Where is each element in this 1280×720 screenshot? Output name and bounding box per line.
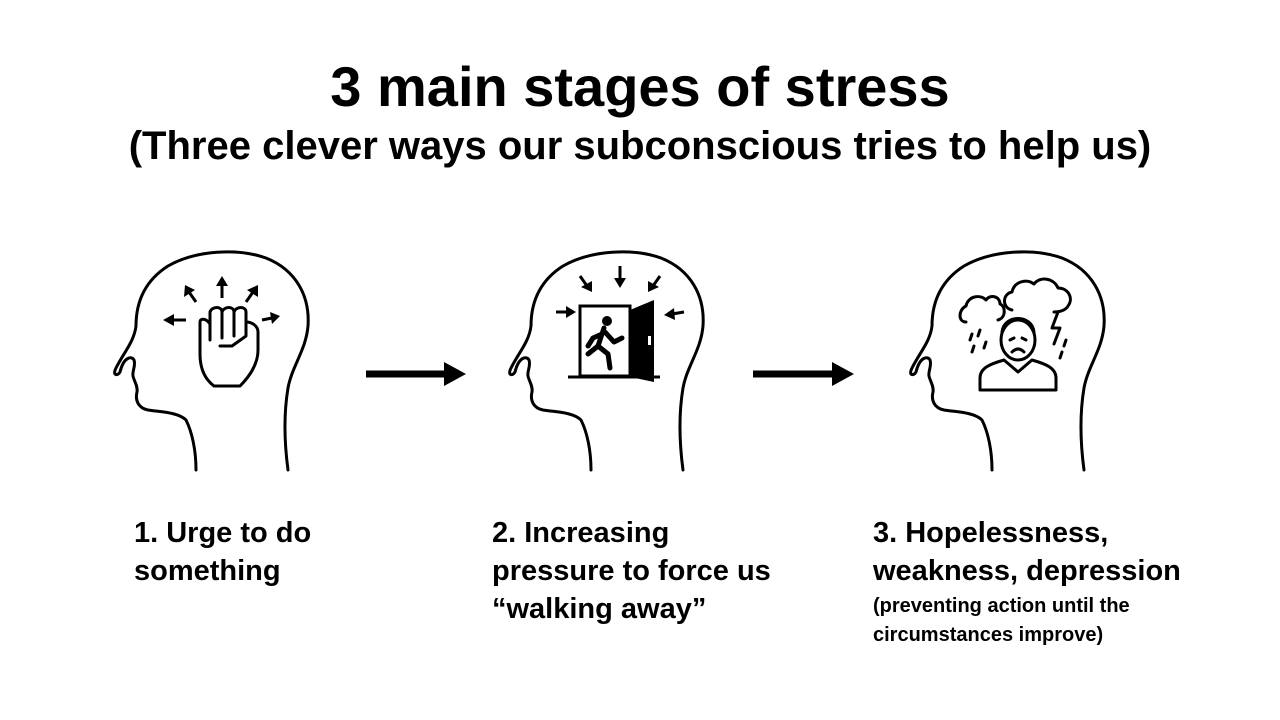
stage-2-label-line: 2. Increasing: [492, 517, 670, 549]
stage-3-label: 3. Hopelessness, weakness, depression: [873, 514, 1181, 590]
stage-1-label: 1. Urge to do something: [134, 514, 311, 590]
arrow-right-2-icon: [753, 362, 854, 386]
stage-1-label-line: 1. Urge to do: [134, 517, 312, 549]
stage-3-note: (preventing action until the circumstanc…: [873, 592, 1130, 650]
inward-arrows-icon: [556, 266, 685, 320]
emergency-exit-icon: [568, 300, 660, 382]
stage-1-label-line: something: [134, 555, 281, 587]
head-3-icon: [909, 250, 1106, 472]
diagram-subtitle: (Three clever ways our subconscious trie…: [128, 124, 1152, 168]
outward-arrows-icon: [163, 276, 280, 326]
fist-icon: [198, 306, 260, 388]
stage-3-note-line: circumstances improve): [873, 624, 1104, 646]
stage-2-label-line: pressure to force us: [492, 555, 771, 587]
stage-3-note-line: (preventing action until the: [873, 595, 1130, 617]
stage-2-label: 2. Increasing pressure to force us “walk…: [492, 514, 771, 628]
stage-3-label-line: 3. Hopelessness,: [873, 517, 1109, 549]
head-2-icon: [508, 250, 705, 472]
depressed-person-icon: [958, 277, 1072, 392]
stage-2-label-line: “walking away”: [492, 593, 707, 625]
head-1-icon: [113, 250, 310, 472]
diagram-title: 3 main stages of stress: [330, 55, 950, 118]
arrow-right-1-icon: [366, 362, 466, 386]
stage-3-label-line: weakness, depression: [873, 555, 1181, 587]
